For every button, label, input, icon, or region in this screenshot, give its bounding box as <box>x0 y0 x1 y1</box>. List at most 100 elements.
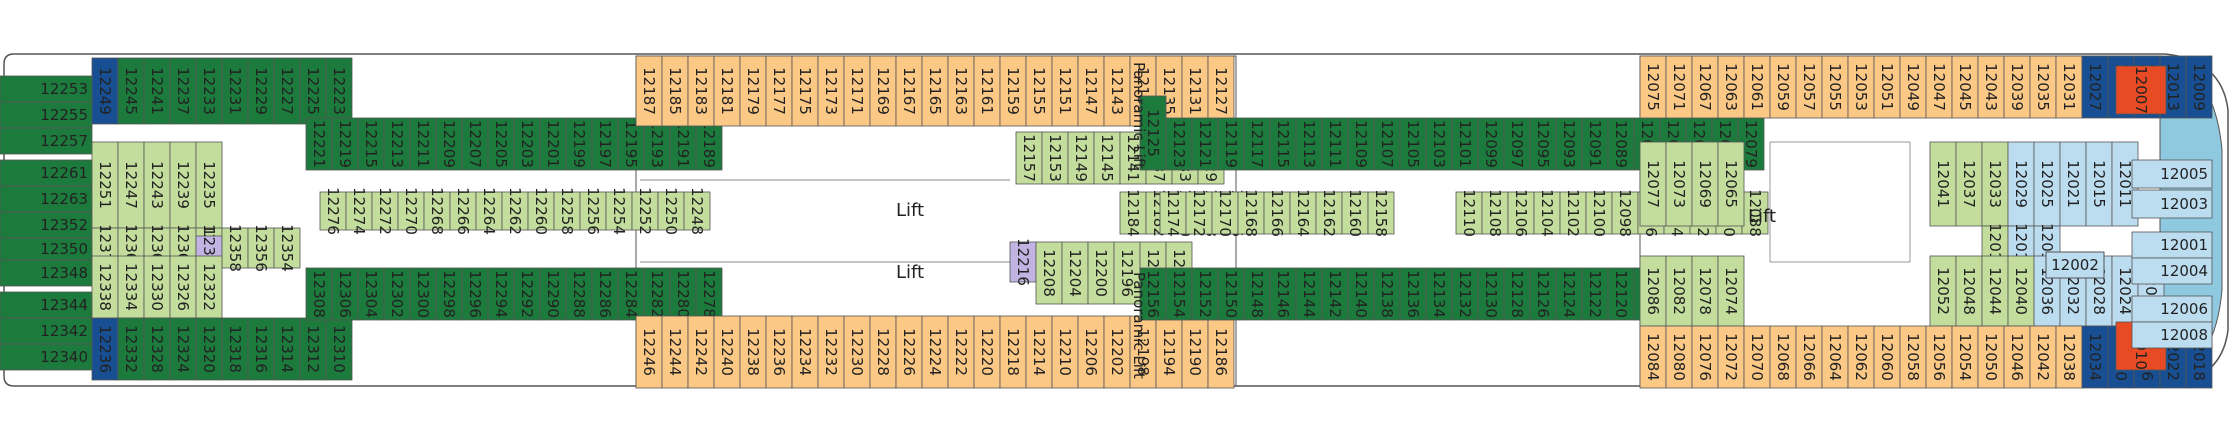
cabin-12258[interactable]: 12258 <box>553 187 581 235</box>
cabin-12095[interactable]: 12095 <box>1529 117 1557 171</box>
cabin-12190[interactable]: 12190 <box>1181 315 1209 389</box>
cabin-12310[interactable]: 12310 <box>325 317 353 381</box>
cabin-12103[interactable]: 12103 <box>1425 117 1453 171</box>
cabin-12159[interactable]: 12159 <box>999 55 1027 127</box>
cabin-12104[interactable]: 12104 <box>1533 189 1561 237</box>
cabin-12358[interactable]: 12358 <box>221 224 249 272</box>
cabin-12153[interactable]: 12153 <box>1041 131 1069 185</box>
cabin-12038[interactable]: 12038 <box>2055 325 2083 389</box>
cabin-12255[interactable]: 12255 <box>0 101 93 129</box>
cabin-12216[interactable]: 12216 <box>1009 238 1037 286</box>
cabin-12122[interactable]: 12122 <box>1581 267 1609 321</box>
cabin-12001[interactable]: 12001 <box>2131 231 2213 259</box>
cabin-12304[interactable]: 12304 <box>357 267 385 321</box>
cabin-12254[interactable]: 12254 <box>605 187 633 235</box>
cabin-12185[interactable]: 12185 <box>661 55 689 127</box>
cabin-12109[interactable]: 12109 <box>1347 117 1375 171</box>
cabin-12166[interactable]: 12166 <box>1263 189 1291 237</box>
cabin-12252[interactable]: 12252 <box>631 187 659 235</box>
cabin-12004[interactable]: 12004 <box>2131 257 2213 285</box>
cabin-12111[interactable]: 12111 <box>1321 117 1349 171</box>
cabin-12356[interactable]: 12356 <box>247 224 275 272</box>
cabin-12284[interactable]: 12284 <box>617 267 645 321</box>
cabin-12261[interactable]: 12261 <box>0 159 93 187</box>
cabin-12167[interactable]: 12167 <box>895 55 923 127</box>
cabin-12229[interactable]: 12229 <box>247 57 275 125</box>
cabin-12062[interactable]: 12062 <box>1847 325 1875 389</box>
cabin-12187[interactable]: 12187 <box>635 55 663 127</box>
cabin-12021[interactable]: 12021 <box>2059 141 2087 227</box>
cabin-12249[interactable]: 12249 <box>91 57 119 125</box>
cabin-12142[interactable]: 12142 <box>1321 267 1349 321</box>
cabin-12210[interactable]: 12210 <box>1051 315 1079 389</box>
cabin-12148[interactable]: 12148 <box>1243 267 1271 321</box>
cabin-12015[interactable]: 12015 <box>2085 141 2113 227</box>
cabin-12300[interactable]: 12300 <box>409 267 437 321</box>
cabin-12101[interactable]: 12101 <box>1451 117 1479 171</box>
cabin-12308[interactable]: 12308 <box>305 267 333 321</box>
cabin-12332[interactable]: 12332 <box>117 317 145 381</box>
cabin-12125[interactable]: 12125 <box>1139 95 1167 171</box>
cabin-12128[interactable]: 12128 <box>1503 267 1531 321</box>
cabin-12226[interactable]: 12226 <box>895 315 923 389</box>
cabin-12292[interactable]: 12292 <box>513 267 541 321</box>
cabin-12223[interactable]: 12223 <box>325 57 353 125</box>
cabin-12093[interactable]: 12093 <box>1555 117 1583 171</box>
cabin-12146[interactable]: 12146 <box>1269 267 1297 321</box>
cabin-12063[interactable]: 12063 <box>1717 55 1745 119</box>
cabin-12239[interactable]: 12239 <box>169 141 197 229</box>
cabin-12082[interactable]: 12082 <box>1665 255 1693 327</box>
cabin-12199[interactable]: 12199 <box>565 117 593 171</box>
cabin-12136[interactable]: 12136 <box>1399 267 1427 321</box>
cabin-12079[interactable]: 12079 <box>1737 117 1765 171</box>
cabin-12330[interactable]: 12330 <box>143 255 171 319</box>
cabin-12294[interactable]: 12294 <box>487 267 515 321</box>
cabin-12227[interactable]: 12227 <box>273 57 301 125</box>
cabin-12163[interactable]: 12163 <box>947 55 975 127</box>
cabin-12050[interactable]: 12050 <box>1977 325 2005 389</box>
cabin-12211[interactable]: 12211 <box>409 117 437 171</box>
cabin-12250[interactable]: 12250 <box>657 187 685 235</box>
cabin-12003[interactable]: 12003 <box>2131 189 2213 219</box>
cabin-12266[interactable]: 12266 <box>449 187 477 235</box>
cabin-12244[interactable]: 12244 <box>661 315 689 389</box>
cabin-12236[interactable]: 12236 <box>91 317 119 381</box>
cabin-12204[interactable]: 12204 <box>1061 241 1089 305</box>
cabin-12314[interactable]: 12314 <box>273 317 301 381</box>
cabin-12132[interactable]: 12132 <box>1451 267 1479 321</box>
cabin-12225[interactable]: 12225 <box>299 57 327 125</box>
cabin-12149[interactable]: 12149 <box>1067 131 1095 185</box>
cabin-12272[interactable]: 12272 <box>371 187 399 235</box>
cabin-12097[interactable]: 12097 <box>1503 117 1531 171</box>
cabin-12334[interactable]: 12334 <box>117 255 145 319</box>
cabin-12065[interactable]: 12065 <box>1717 141 1745 227</box>
cabin-12048[interactable]: 12048 <box>1955 255 1983 327</box>
cabin-12222[interactable]: 12222 <box>947 315 975 389</box>
cabin-12191[interactable]: 12191 <box>669 117 697 171</box>
cabin-12123[interactable]: 12123 <box>1165 117 1193 171</box>
cabin-12202[interactable]: 12202 <box>1103 315 1131 389</box>
cabin-12172[interactable]: 12172 <box>1185 189 1213 237</box>
cabin-12174[interactable]: 12174 <box>1159 189 1187 237</box>
cabin-12220[interactable]: 12220 <box>973 315 1001 389</box>
cabin-12286[interactable]: 12286 <box>591 267 619 321</box>
cabin-12115[interactable]: 12115 <box>1269 117 1297 171</box>
cabin-12215[interactable]: 12215 <box>357 117 385 171</box>
cabin-12237[interactable]: 12237 <box>169 57 197 125</box>
cabin-12144[interactable]: 12144 <box>1295 267 1323 321</box>
cabin-12197[interactable]: 12197 <box>591 117 619 171</box>
cabin-12033[interactable]: 12033 <box>1981 141 2009 227</box>
cabin-12041[interactable]: 12041 <box>1929 141 1957 227</box>
cabin-12198[interactable]: 12198 <box>1129 315 1157 389</box>
cabin-12056[interactable]: 12056 <box>1925 325 1953 389</box>
cabin-12117[interactable]: 12117 <box>1243 117 1271 171</box>
cabin-12099[interactable]: 12099 <box>1477 117 1505 171</box>
cabin-12169[interactable]: 12169 <box>869 55 897 127</box>
cabin-12007[interactable]: 12007 <box>2115 65 2167 115</box>
cabin-12326[interactable]: 12326 <box>169 255 197 319</box>
cabin-12140[interactable]: 12140 <box>1347 267 1375 321</box>
cabin-12173[interactable]: 12173 <box>817 55 845 127</box>
cabin-12206[interactable]: 12206 <box>1077 315 1105 389</box>
cabin-12057[interactable]: 12057 <box>1795 55 1823 119</box>
cabin-12051[interactable]: 12051 <box>1873 55 1901 119</box>
